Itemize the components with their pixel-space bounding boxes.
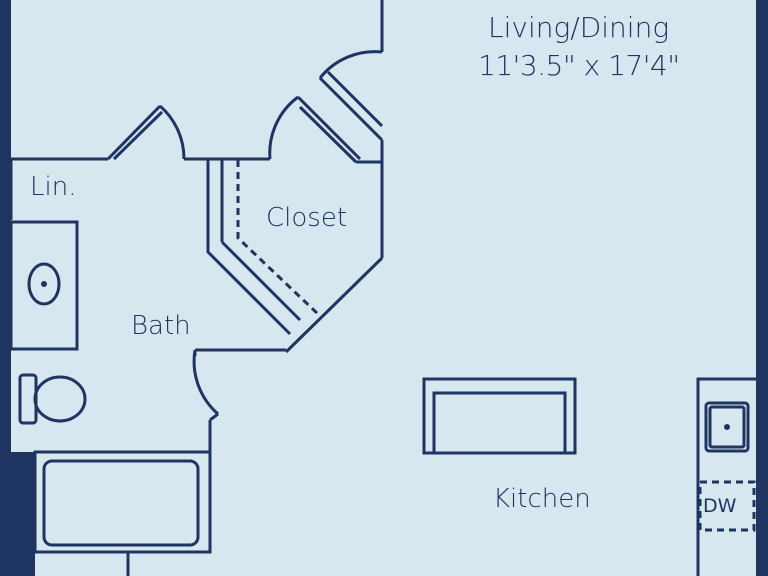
living-dining-label: Living/Dining xyxy=(488,11,670,44)
bathtub-outer xyxy=(33,450,212,554)
living-door-leaf xyxy=(318,70,384,142)
closet-door-arc xyxy=(268,95,299,160)
closet-wall xyxy=(206,159,384,354)
bath-door-arc xyxy=(192,349,219,416)
toilet-bowl xyxy=(33,375,87,423)
living-dining-dimensions: 11'3.5" x 17'4" xyxy=(478,49,680,82)
linen-label: Lin. xyxy=(30,172,77,202)
living-door-arc xyxy=(318,50,383,79)
kitchen-sink xyxy=(704,401,750,453)
left-exterior-wall xyxy=(0,0,11,576)
kitchen-counter xyxy=(696,377,756,576)
closet-shelf-dashed xyxy=(236,160,320,316)
closet-door-leaf xyxy=(296,95,362,164)
closet-inner-shelf xyxy=(220,240,302,322)
bathtub-inner xyxy=(42,459,200,547)
sink-drain xyxy=(41,281,47,287)
kitchen-island-inner xyxy=(432,391,567,455)
right-exterior-wall xyxy=(756,0,768,576)
dishwasher-outline xyxy=(698,480,756,532)
vanity-counter xyxy=(9,220,79,351)
kitchen-sink-drain xyxy=(724,424,730,430)
kitchen-island-outer xyxy=(422,377,577,455)
bath-tub-wall-block xyxy=(11,452,35,576)
closet-label: Closet xyxy=(266,203,348,233)
kitchen-sink-inner xyxy=(708,405,746,449)
bath-label: Bath xyxy=(131,311,191,341)
kitchen-label: Kitchen xyxy=(493,484,591,514)
dishwasher-label: DW xyxy=(703,495,737,517)
linen-door-arc xyxy=(159,104,186,160)
linen-door-leaf xyxy=(106,104,164,161)
bath-sink xyxy=(27,262,61,306)
